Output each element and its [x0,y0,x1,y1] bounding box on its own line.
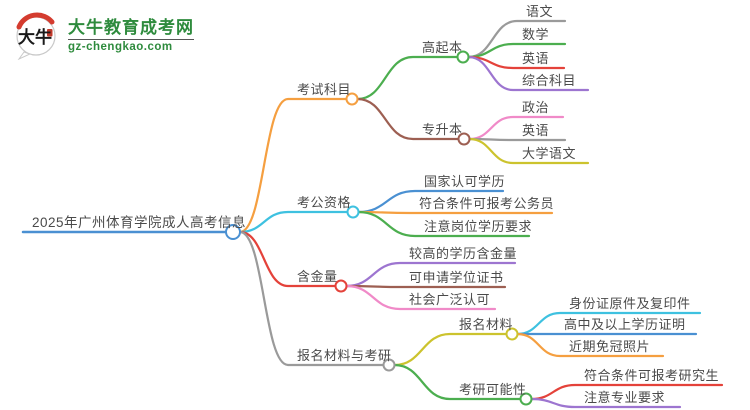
node-circle-baoming-kaoyan [382,358,396,372]
edge-zhuyi-gangwei [357,210,531,238]
edge-yuwen [467,19,567,59]
node-circle-zhuanshengben [457,132,471,146]
edge-kaogong-zige [238,210,349,234]
edge-zhuanshengben [356,97,460,141]
site-logo[interactable]: 大牛 大牛教育成考网 gz-chengkao.com [13,11,194,60]
node-circle-root [225,224,241,240]
node-circle-kaoyan-kenengxing [519,392,533,406]
edge-mianguan-zhaopian [516,332,665,358]
edge-kebaokao-yanjiusheng [530,383,724,401]
node-circle-gaoqiben [456,50,470,64]
edge-exam-subjects [238,97,348,234]
edge-zonghekemu [467,55,590,92]
edge-shehui-renke [345,284,497,311]
logo-bull-icon: 大牛 [16,12,56,60]
node-circle-baoming-cailiao [505,327,519,341]
node-circle-hanjinliang [334,279,348,293]
edge-zhengzhi [468,115,565,141]
edge-zhuyi-zhuanye [530,397,682,409]
edge-jiaogao-hanjinliang [345,261,517,288]
node-circle-exam-subjects [345,92,359,106]
logo-divider [68,38,194,40]
node-circle-kaogong-zige [346,205,360,219]
edge-baoming-kaoyan [238,230,385,367]
logo-title: 大牛教育成考网 [68,17,194,37]
edge-xuewei-zhengshu [345,284,507,289]
edge-kaoyan-kenengxing [393,363,522,401]
edge-shenfenzheng [516,311,702,336]
logo-domain: gz-chengkao.com [68,40,173,53]
edge-gaoqiben [356,55,459,101]
edge-baoming-cailiao [393,332,508,367]
logo-text-block: 大牛教育成考网 gz-chengkao.com [68,18,194,54]
logo-icon-text: 大牛 [18,27,52,47]
edge-daxueyuwen [468,137,590,165]
edge-hanjinliang [238,230,337,288]
edge-yingyu-zhuanshengben [468,137,567,142]
edge-guojia-renke [357,189,505,214]
edge-kebaokao-gongwuyuan [357,210,554,215]
